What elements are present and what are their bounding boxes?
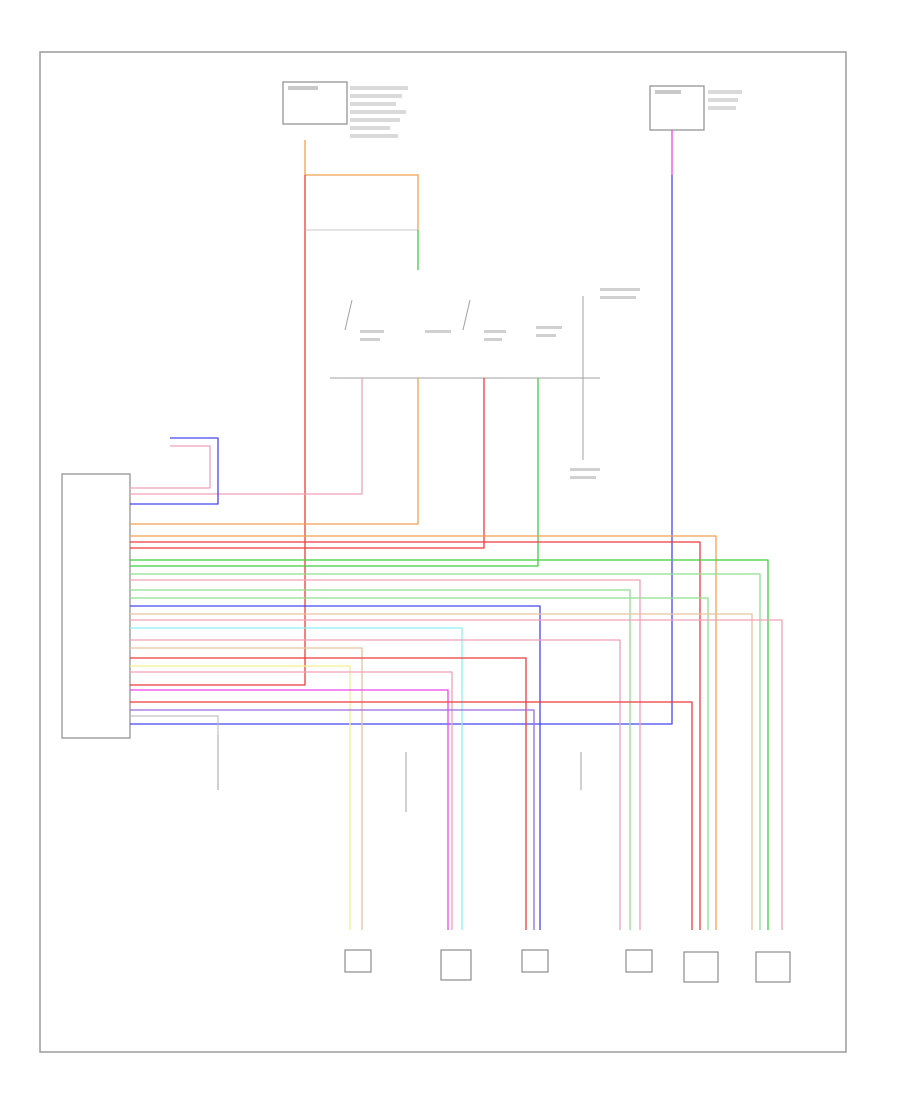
- wire-green-sw4: [130, 378, 539, 567]
- connector-right: [755, 951, 791, 983]
- fuse-block-right: [649, 85, 742, 131]
- control-module: [61, 473, 131, 739]
- wire-red-run: [130, 541, 701, 930]
- sensor-connectors: [344, 949, 791, 983]
- switch-panel: [330, 288, 640, 479]
- wire-pink-sw1: [130, 378, 363, 495]
- wire-tan-run2: [130, 647, 363, 930]
- wire-pink-run2: [130, 619, 783, 930]
- wire-orange-sw2: [130, 378, 419, 525]
- wire-pink-run: [130, 579, 641, 930]
- fuse-block-left: [282, 81, 408, 138]
- sensor-right-rear: [440, 949, 472, 981]
- wire-yellow-run: [130, 665, 351, 930]
- wire-pink-run4: [130, 671, 453, 930]
- wire-lightgreen-run2: [130, 589, 631, 930]
- wire-cyan-run: [130, 627, 463, 930]
- diagram-border: [39, 51, 847, 1053]
- wire-red-sw3: [130, 378, 485, 549]
- wire-pink-conn: [130, 445, 211, 489]
- wire-tan-run: [130, 613, 753, 930]
- connector-left: [683, 951, 719, 983]
- wire-red-main: [130, 175, 306, 686]
- wire-orange-run: [130, 535, 717, 930]
- wire-blue-main: [130, 175, 673, 725]
- ground-symbols: [217, 378, 584, 812]
- sensor-left-front: [521, 949, 549, 973]
- wire-lightgreen-run: [130, 573, 761, 930]
- sensor-right-front: [625, 949, 653, 973]
- wire-blue-run: [130, 605, 541, 930]
- wire-grey-ground: [130, 715, 219, 735]
- wire-purple-run: [130, 709, 535, 930]
- wire-lightgreen-run3: [130, 597, 709, 930]
- wire-blue-conn: [130, 437, 219, 505]
- wire-harness: [130, 130, 783, 930]
- wire-pink-run3: [130, 639, 621, 930]
- wire-red-run2: [130, 657, 527, 930]
- wire-magenta-run: [130, 689, 449, 930]
- wire-green-run: [130, 559, 769, 930]
- sensor-left-rear: [344, 949, 372, 973]
- wire-orange-top: [304, 140, 419, 230]
- wire-red-run3: [130, 701, 693, 930]
